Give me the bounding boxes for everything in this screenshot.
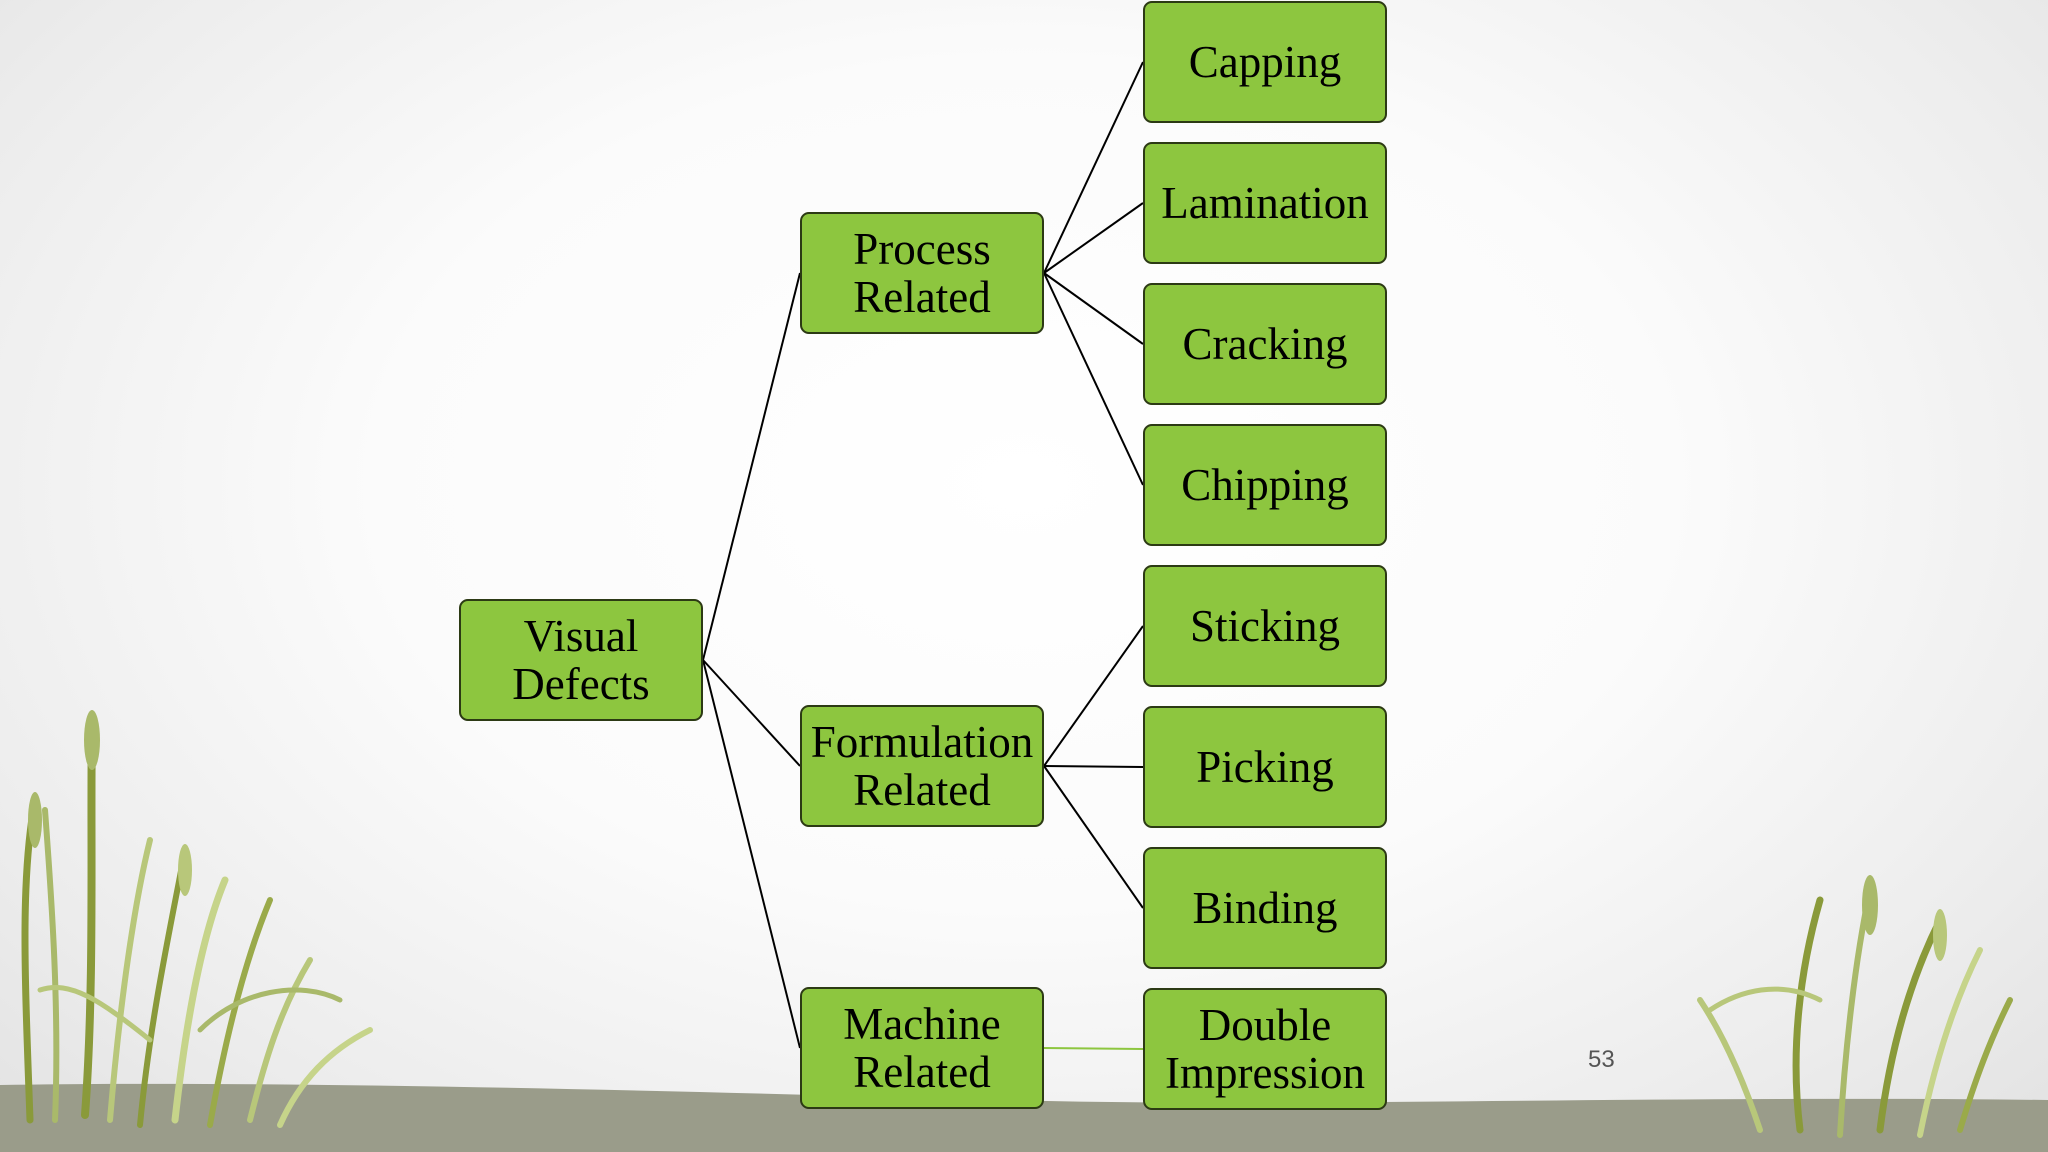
node-chipping: Chipping	[1143, 424, 1387, 546]
connector-formulation-picking	[1043, 765, 1144, 768]
connector-root-formulation	[702, 659, 801, 767]
node-capping: Capping	[1143, 1, 1387, 123]
ground-icon	[0, 1083, 2048, 1152]
connector-root-machine	[702, 659, 801, 1049]
node-cracking: Cracking	[1143, 283, 1387, 405]
node-lamination: Lamination	[1143, 142, 1387, 264]
connector-formulation-binding	[1043, 765, 1144, 909]
node-formulation-related: Formulation Related	[800, 705, 1044, 827]
connector-root-process	[702, 272, 801, 661]
node-sticking: Sticking	[1143, 565, 1387, 687]
connector-machine-double-impression	[1043, 1047, 1144, 1050]
node-double-impression: Double Impression	[1143, 988, 1387, 1110]
page-number: 53	[1588, 1046, 1615, 1073]
grass-left-icon	[21, 710, 373, 1128]
connector-process-chipping	[1043, 272, 1144, 486]
node-machine-related: Machine Related	[800, 987, 1044, 1109]
node-visual-defects: Visual Defects	[459, 599, 703, 721]
connector-process-cracking	[1043, 272, 1144, 345]
node-picking: Picking	[1143, 706, 1387, 828]
connector-process-lamination	[1043, 202, 1144, 274]
connector-formulation-sticking	[1043, 625, 1144, 767]
connector-lines	[702, 61, 1144, 1050]
connector-process-capping	[1043, 61, 1144, 274]
grass-right-icon	[1697, 875, 2013, 1138]
node-process-related: Process Related	[800, 212, 1044, 334]
node-binding: Binding	[1143, 847, 1387, 969]
